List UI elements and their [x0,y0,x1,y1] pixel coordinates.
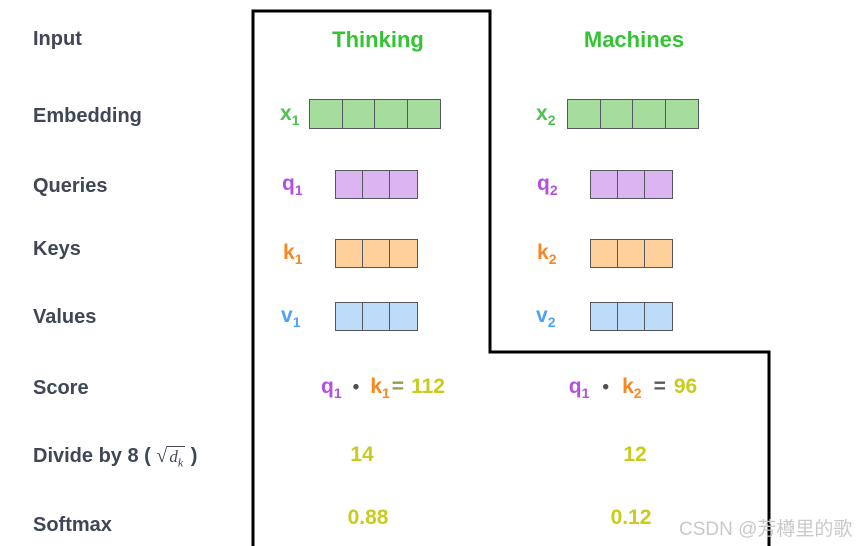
row-label-queries: Queries [33,175,108,197]
vector-cell [664,99,699,129]
query-label-q1: q1 [282,170,303,204]
vector-cell [309,99,343,129]
sqrt-sub-k: k [177,455,184,470]
value-vector-v2 [590,302,673,331]
vector-cell [362,302,391,331]
value-vector-v1 [335,302,418,331]
vector-cell [362,239,391,268]
k1-subscript: 1 [294,251,303,268]
softmax-result-thinking: 0.88 [347,506,389,529]
k2-subscript: 2 [548,251,557,268]
vector-cell [335,302,364,331]
csdn-watermark: CSDN @芳樽里的歌 [679,519,853,540]
word-title-thinking: Thinking [332,27,424,52]
vector-cell [632,99,666,129]
k1-letter: k [283,241,295,264]
sqrt-dk-expression: dk [167,446,186,470]
divide-label-prefix: Divide by 8 ( [33,445,157,467]
vector-cell [389,302,418,331]
key-label-k2: k2 [537,239,556,273]
vector-cell [644,302,673,331]
row-label-input: Input [33,28,82,50]
dot-product-icon: • [352,377,360,398]
softmax-result-machines: 0.12 [610,506,652,529]
score1-q: q1 [321,375,342,402]
v2-letter: v [536,304,548,327]
vector-cell [599,99,634,129]
embedding-vector-x2 [567,99,699,129]
embedding-label-x2: x2 [536,99,555,135]
dot-product-icon: • [602,377,610,398]
query-label-q2: q2 [537,170,558,204]
vector-cell [617,170,646,199]
score-equation-q1k1: q1 • k1= 112 [321,375,445,401]
k2-letter: k [537,241,549,264]
vector-cell [644,170,673,199]
row-label-values: Values [33,306,97,328]
key-vector-k2 [590,239,673,268]
value-label-v2: v2 [536,302,555,336]
q2-letter: q [537,172,550,195]
embedding-vector-x1 [309,99,441,129]
vector-cell [567,99,601,129]
vector-cell [389,170,418,199]
row-label-divide-by-8: Divide by 8 ( √dk ) [33,443,197,475]
vector-cell [335,239,364,268]
v1-letter: v [281,304,293,327]
sqrt-base-d: d [169,447,178,466]
x2-letter: x [536,102,548,125]
row-label-score: Score [33,377,89,399]
key-vector-k1 [335,239,418,268]
score2-k: k2 [622,375,642,402]
query-vector-q2 [590,170,673,199]
vector-cell [362,170,391,199]
sqrt-radical-sign: √ [156,445,168,467]
embedding-label-x1: x1 [280,99,299,135]
score-equation-q1k2: q1 • k2 = 96 [569,375,697,401]
row-label-softmax: Softmax [33,514,112,536]
row-label-embedding: Embedding [33,105,142,127]
q2-subscript: 2 [549,182,558,199]
score2-q: q1 [568,375,590,402]
v1-subscript: 1 [292,314,301,331]
vector-cell [335,170,364,199]
outline-path [251,9,771,546]
divide-result-machines: 12 [623,443,647,466]
query-vector-q1 [335,170,418,199]
vector-cell [617,302,646,331]
score1-equals: = [391,375,405,398]
score2-result: 96 [673,375,698,398]
row-label-keys: Keys [33,238,81,260]
vector-cell [374,99,408,129]
vector-cell [389,239,418,268]
x1-letter: x [280,102,292,125]
x1-subscript: 1 [291,112,300,129]
vector-cell [590,302,619,331]
key-label-k1: k1 [283,239,302,273]
v2-subscript: 2 [547,314,556,331]
score1-k: k1 [370,375,390,402]
vector-cell [644,239,673,268]
q1-subscript: 1 [294,182,303,199]
value-label-v1: v1 [281,302,300,336]
vector-cell [341,99,376,129]
divide-result-thinking: 14 [350,443,374,466]
vector-cell [590,170,619,199]
word-title-machines: Machines [583,27,685,52]
score1-result: 112 [411,375,445,398]
x2-subscript: 2 [547,112,556,129]
vector-cell [406,99,441,129]
divide-label-suffix: ) [185,445,198,467]
vector-cell [590,239,619,268]
score2-equals: = [653,375,666,398]
vector-cell [617,239,646,268]
q1-letter: q [282,172,295,195]
